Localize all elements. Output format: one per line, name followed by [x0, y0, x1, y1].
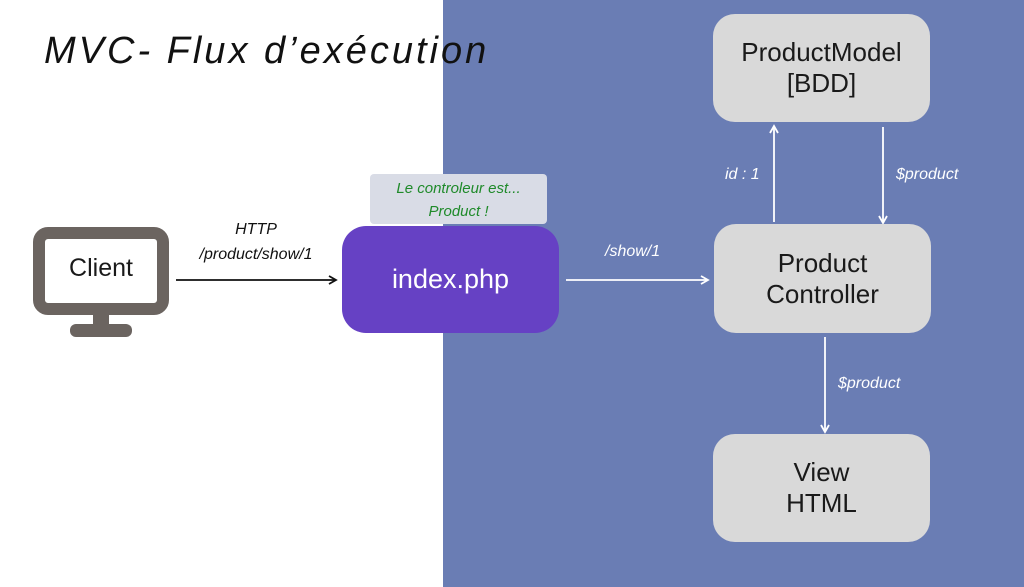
http-request-label: HTTP /product/show/1 — [186, 217, 326, 267]
controller-callout: Le controleur est... Product ! — [370, 174, 547, 224]
index-php-label: index.php — [391, 264, 510, 294]
edge-id-label: id : 1 — [725, 166, 760, 183]
product-controller-box: Product Controller — [714, 224, 931, 333]
edge-product-view-label: $product — [838, 375, 901, 392]
monitor-icon — [33, 227, 169, 337]
controller-line-2: Controller — [766, 278, 879, 309]
callout-line-2: Product ! — [428, 203, 489, 220]
controller-line-1: Product — [777, 247, 868, 278]
client-label: Client — [69, 254, 133, 282]
view-line-1: View — [793, 457, 850, 487]
route-label: /show/1 — [605, 243, 661, 260]
view-line-2: HTML — [786, 488, 857, 518]
index-php-box: index.php — [342, 226, 559, 333]
http-path-text: /product/show/1 — [199, 246, 313, 263]
callout-line-1: Le controleur est... — [396, 180, 521, 197]
view-html-box: View HTML — [713, 434, 930, 542]
edge-product-return-label: $product — [896, 166, 959, 183]
page-title: MVC- Flux d’exécution — [44, 30, 490, 72]
http-method-text: HTTP — [235, 221, 277, 238]
model-storage: [BDD] — [786, 68, 857, 98]
product-model-box: ProductModel [BDD] — [713, 14, 930, 122]
model-name: ProductModel — [741, 37, 902, 67]
